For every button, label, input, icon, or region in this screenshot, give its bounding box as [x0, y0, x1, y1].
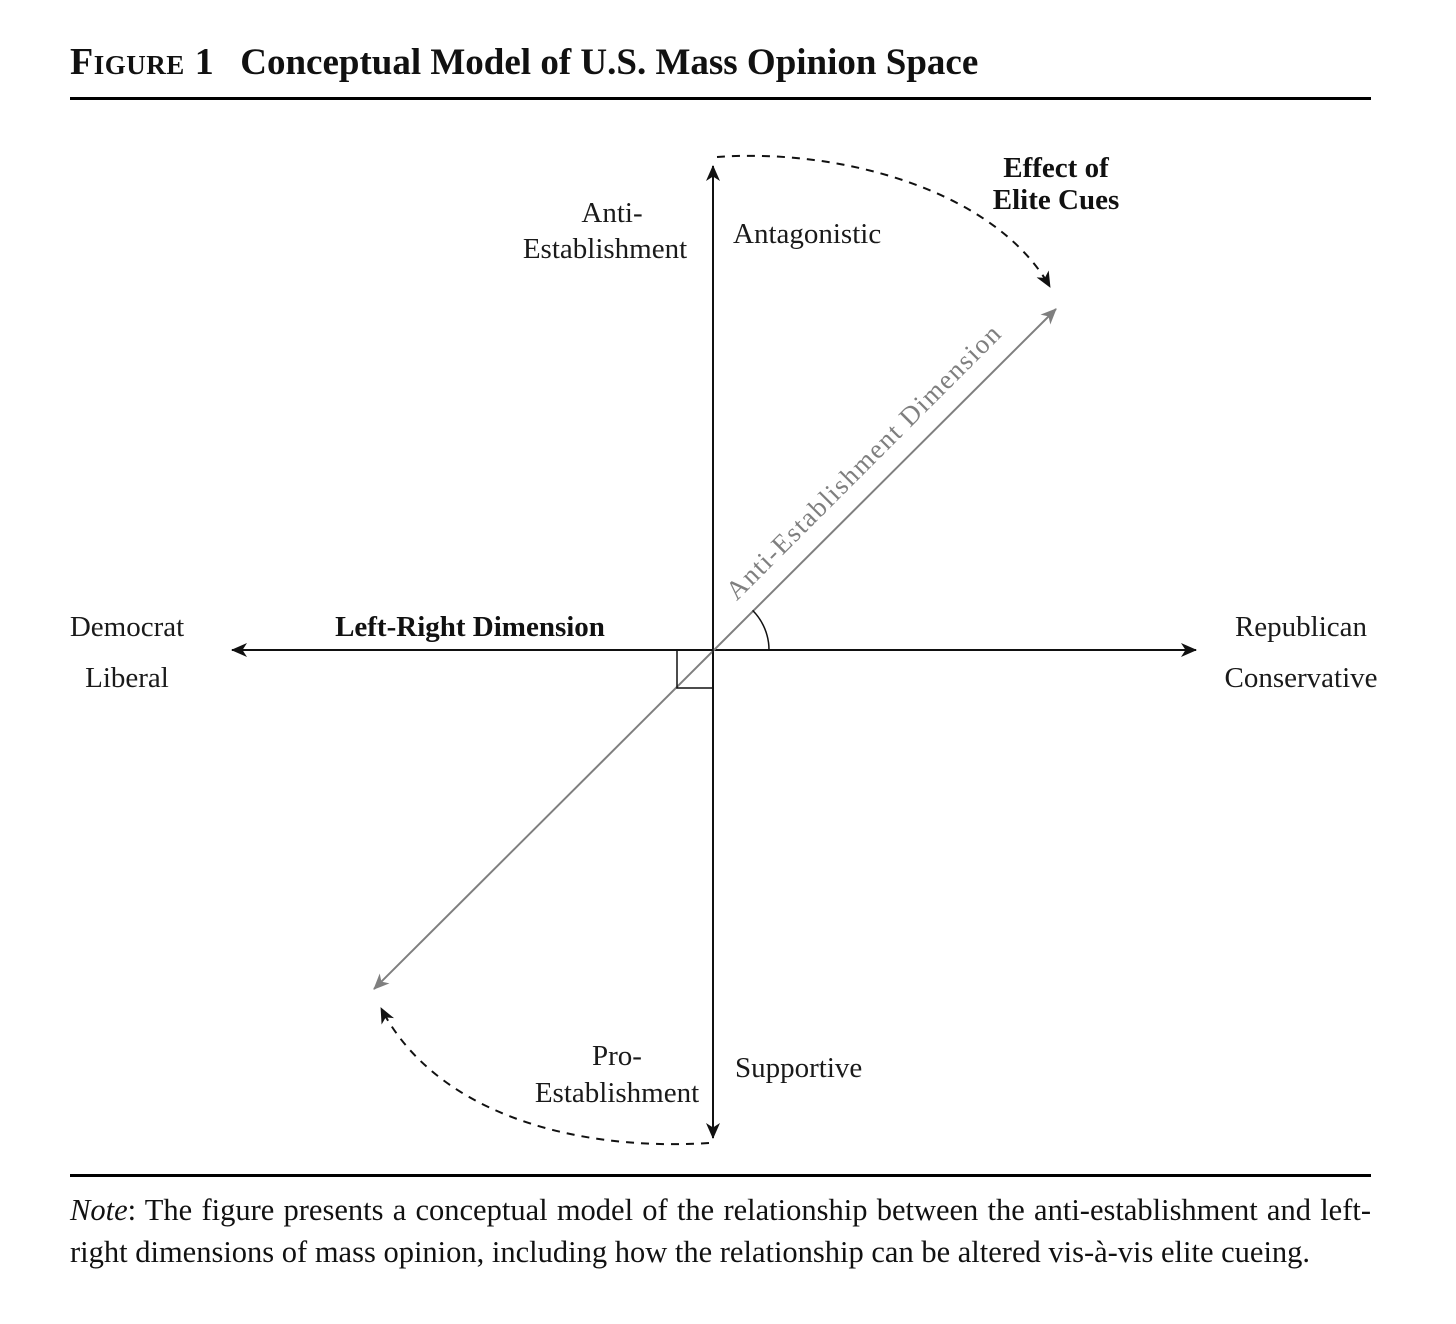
elite-cues-title-line2: Elite Cues — [993, 184, 1119, 216]
figure-note: Note: The figure presents a conceptual m… — [70, 1174, 1371, 1273]
left-right-dimension-label: Left-Right Dimension — [335, 611, 605, 643]
pro-establishment-label-line2: Establishment — [535, 1077, 699, 1109]
elite-cues-arrow-top — [716, 154, 1051, 288]
conservative-label: Conservative — [1224, 662, 1377, 694]
supportive-label: Supportive — [735, 1052, 862, 1084]
figure-header: Figure 1 Conceptual Model of U.S. Mass Op… — [70, 40, 1371, 100]
antagonistic-label: Antagonistic — [733, 218, 881, 250]
republican-label: Republican — [1235, 611, 1368, 643]
anti-establishment-dimension-line — [373, 308, 1057, 990]
elite-cues-title-line1: Effect of — [1003, 152, 1109, 184]
angle-arc — [752, 609, 770, 651]
figure-number: Figure 1 — [70, 41, 215, 83]
anti-establishment-dimension-label: Anti-Establishment Dimension — [720, 318, 1008, 606]
note-text: : The figure presents a conceptual model… — [70, 1193, 1371, 1270]
figure-title: Conceptual Model of U.S. Mass Opinion Sp… — [240, 42, 979, 83]
anti-establishment-label-line1: Anti- — [581, 197, 642, 229]
right-angle-marker — [676, 649, 714, 689]
elite-cues-arrow-bottom — [380, 1007, 710, 1146]
anti-establishment-label-line2: Establishment — [523, 233, 687, 265]
note-label: Note — [70, 1193, 128, 1227]
pro-establishment-label-line1: Pro- — [592, 1040, 642, 1072]
liberal-label: Liberal — [85, 662, 169, 694]
democrat-label: Democrat — [70, 611, 184, 643]
